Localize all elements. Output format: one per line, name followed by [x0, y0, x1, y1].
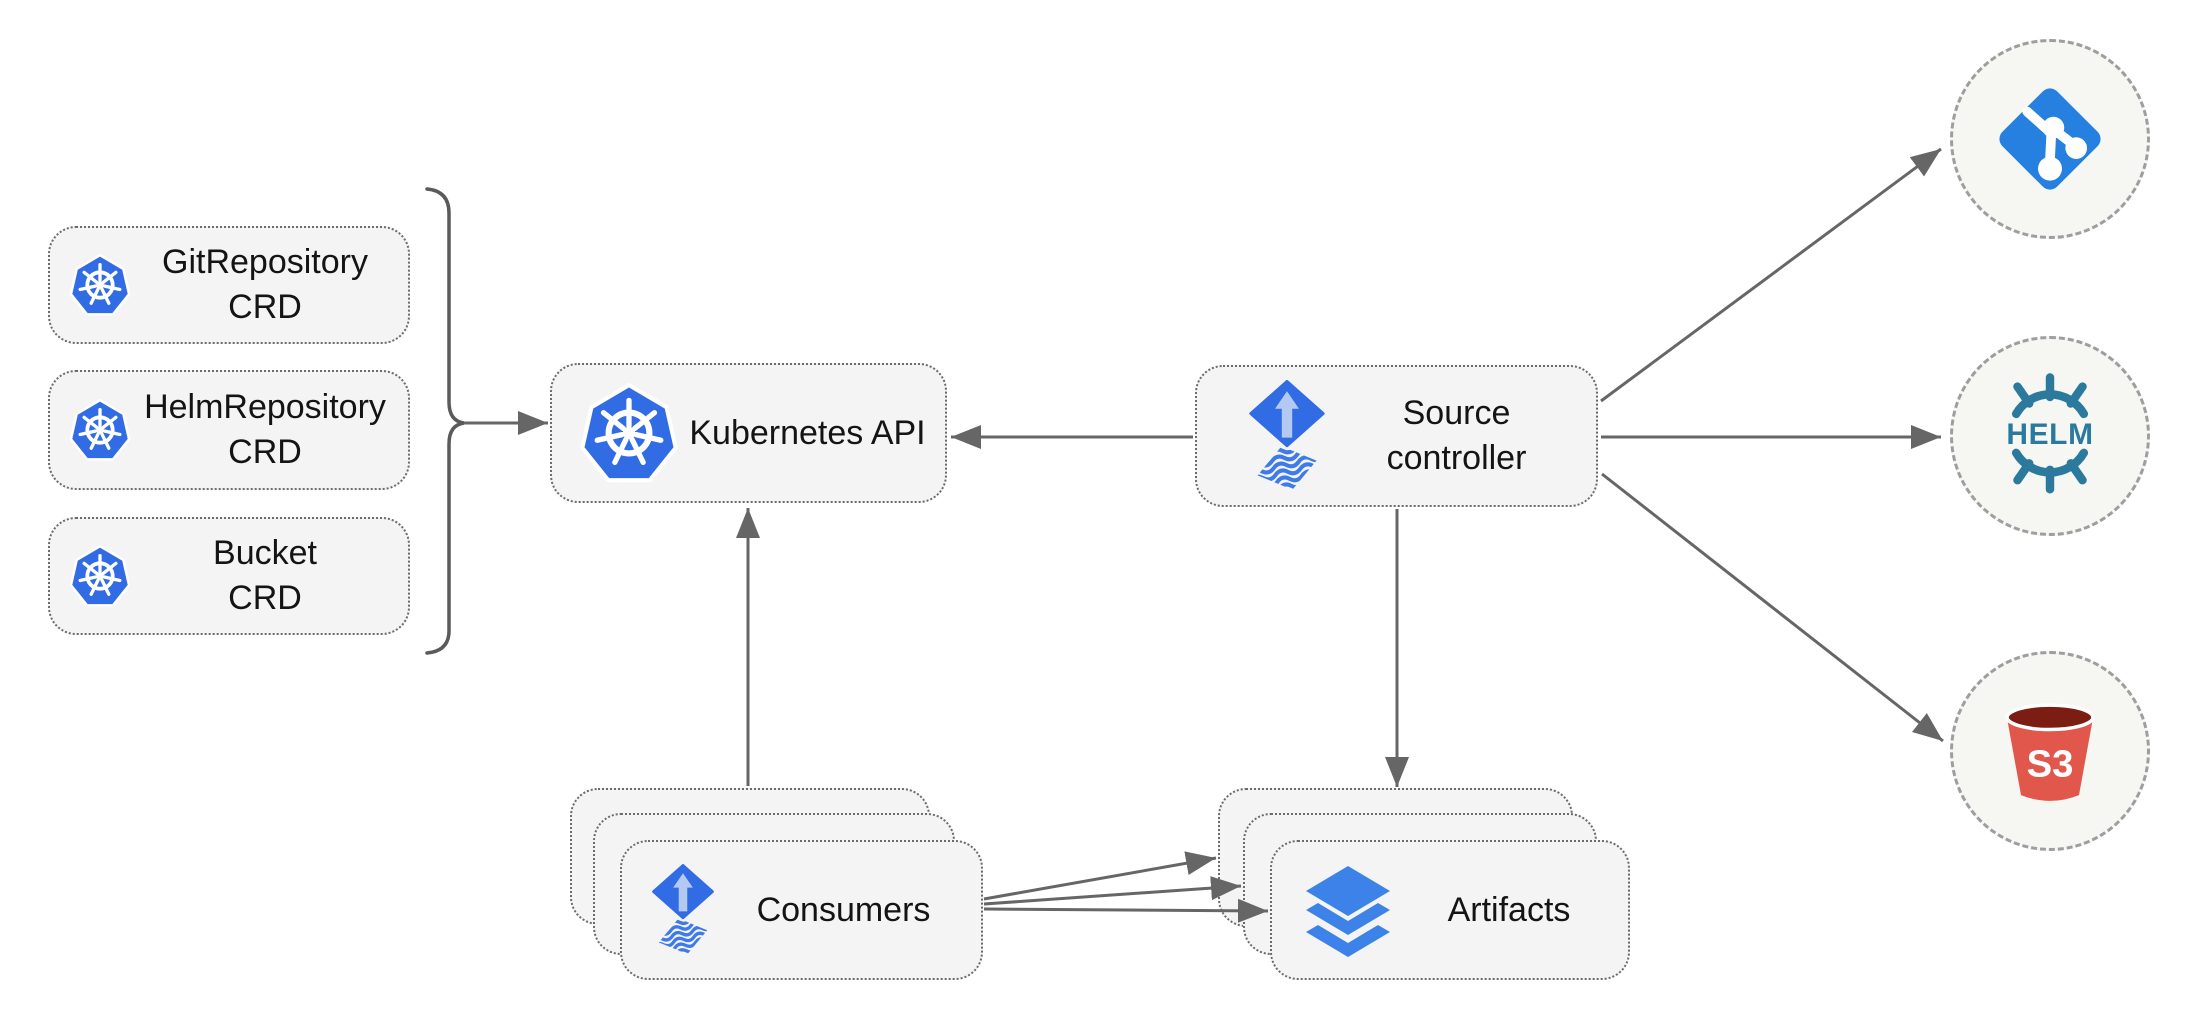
kubernetes-icon: [68, 252, 132, 318]
gitrepository-crd-node: GitRepository CRD: [48, 226, 410, 344]
gitrepository-crd-label: GitRepository CRD: [162, 243, 368, 326]
flux-icon: [1247, 380, 1327, 492]
arrow-source-controller-to-s3: [1601, 472, 1944, 743]
layers-icon: [1296, 860, 1400, 960]
bucket-crd-label: Bucket CRD: [213, 534, 317, 617]
helm-icon: HELM: [2006, 371, 2093, 501]
git-icon: [1993, 82, 2107, 196]
arrow-source-controller-to-git: [1600, 147, 1942, 403]
kubernetes-icon: [68, 543, 132, 609]
crd-group-bracket: [425, 187, 465, 655]
s3-source-node: S3: [1950, 651, 2150, 851]
arrow-consumers-to-artifacts-1: [983, 851, 1217, 901]
helm-source-node: HELM: [1950, 336, 2150, 536]
source-controller-label: Source controller: [1386, 394, 1527, 477]
kubernetes-icon: [578, 380, 680, 486]
s3-icon: S3: [1992, 693, 2108, 809]
flux-icon: [650, 864, 716, 956]
kubernetes-api-node: Kubernetes API: [550, 363, 947, 503]
arrow-consumers-to-artifacts-2: [983, 876, 1242, 906]
git-source-node: [1950, 39, 2150, 239]
helmrepository-crd-node: HelmRepository CRD: [48, 370, 410, 490]
artifacts-label: Artifacts: [1447, 890, 1571, 929]
artifacts-node: Artifacts: [1270, 840, 1630, 980]
consumers-label: Consumers: [756, 890, 931, 929]
consumers-node: Consumers: [620, 840, 983, 980]
bucket-crd-node: Bucket CRD: [48, 517, 410, 635]
helmrepository-crd-label: HelmRepository CRD: [144, 388, 386, 471]
kubernetes-icon: [68, 397, 132, 463]
source-controller-node: Source controller: [1195, 365, 1598, 507]
helm-label: HELM: [2006, 418, 2093, 451]
s3-label: S3: [2027, 743, 2074, 786]
kubernetes-api-label: Kubernetes API: [689, 413, 926, 452]
